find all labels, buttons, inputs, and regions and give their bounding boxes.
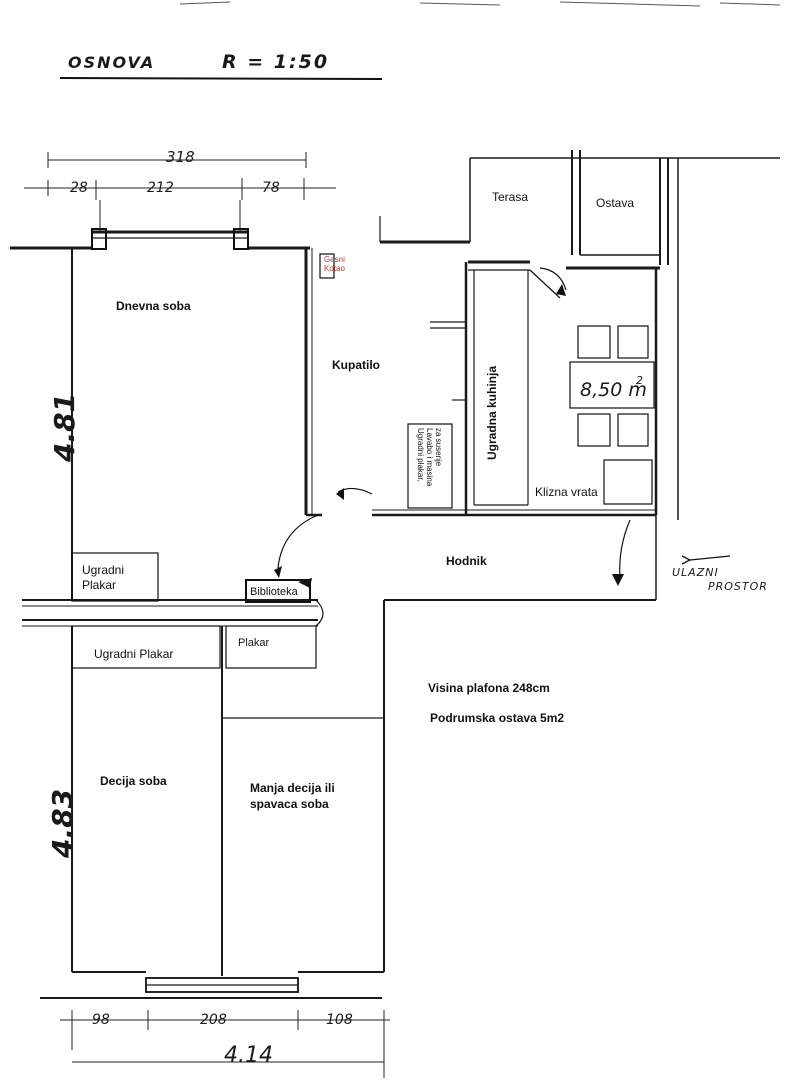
dim-top-total: 318 (166, 148, 195, 166)
note-podrumska-ostava: Podrumska ostava 5m2 (430, 711, 564, 725)
boiler-box (319, 253, 335, 279)
label-manja-decija-1: Manja decija ili (250, 781, 335, 795)
dim-bottom-seg-3: 108 (326, 1012, 353, 1028)
dim-bottom-seg-1: 98 (92, 1012, 110, 1028)
label-gasni: Gasni (324, 255, 345, 264)
label-dnevna-soba: Dnevna soba (116, 299, 191, 313)
dim-left-upper: 4.81 (48, 393, 81, 463)
plan-scale: R = 1:50 (222, 51, 329, 73)
label-biblioteka: Biblioteka (250, 586, 299, 598)
entrance-arrow (681, 555, 731, 565)
label-ostava: Ostava (596, 196, 634, 210)
window-living-2 (233, 228, 249, 250)
built-in-closet-living (71, 552, 159, 602)
door-arrows (274, 284, 624, 588)
dim-top-seg-2: 212 (147, 180, 174, 196)
label-kupatilo: Kupatilo (332, 358, 380, 372)
dim-top-seg-3: 78 (262, 180, 280, 196)
label-plakar-note-3: za susenje (434, 428, 443, 467)
label-ugradni-plakar-1: Ugradni (82, 563, 124, 577)
bath-cabinet (407, 423, 453, 509)
dining-table (569, 325, 655, 505)
label-ugradni-plakar-2: Plakar (82, 578, 116, 592)
label-plakar-note-1: Ugradni plakar, (416, 428, 425, 482)
closet-small (225, 625, 317, 669)
label-ugradna-kuhinja: Ugradna kuhinja (485, 366, 499, 460)
label-prostor: PROSTOR (708, 580, 768, 593)
dim-top-seg-1: 28 (70, 180, 88, 196)
walls (10, 150, 780, 999)
label-plakar: Plakar (238, 637, 270, 649)
label-kitchen-area-sup: 2 (636, 374, 643, 387)
dim-bottom-seg-2: 208 (200, 1012, 227, 1028)
label-decija-soba: Decija soba (100, 774, 167, 788)
dim-bottom-total: 4.14 (224, 1043, 273, 1068)
scan-edge-artifacts (179, 1, 781, 7)
plan-title: OSNOVA (68, 53, 155, 72)
label-ugradni-plakar-bedroom: Ugradni Plakar (94, 647, 173, 661)
top-dimension-chain (24, 152, 336, 232)
dim-left-lower: 4.83 (46, 789, 79, 859)
label-kotao: Kotao (324, 264, 345, 273)
label-terasa: Terasa (492, 190, 528, 204)
label-ulazni: ULAZNI (672, 566, 719, 579)
note-visina-plafona: Visina plafona 248cm (428, 681, 550, 695)
built-in-closet-bedroom (71, 625, 221, 669)
title-underline (59, 77, 383, 80)
label-manja-decija-2: spavaca soba (250, 797, 329, 811)
window-living (91, 228, 107, 250)
label-hodnik: Hodnik (446, 554, 487, 568)
bookshelf (245, 579, 311, 603)
label-klizna-vrata: Klizna vrata (535, 485, 598, 499)
label-plakar-note-2: Lavabo i masina (425, 428, 434, 487)
label-kitchen-area: 8,50 m (580, 379, 647, 401)
bottom-dimension-chain (60, 1010, 390, 1078)
